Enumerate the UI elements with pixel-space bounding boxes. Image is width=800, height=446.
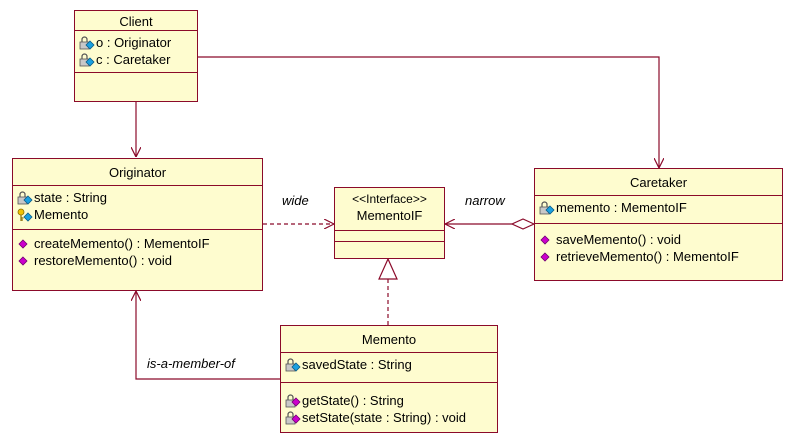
originator-class[interactable]: Originator state : String Memento create… [12, 158, 263, 291]
private-attribute-icon [285, 357, 301, 372]
attribute-text: c : Caretaker [96, 52, 171, 67]
operation-text: createMemento() : MementoIF [34, 236, 210, 251]
attribute-text: state : String [34, 190, 107, 205]
operation-row: saveMemento() : void [539, 231, 778, 248]
private-operation-icon [285, 393, 301, 408]
operation-text: retrieveMemento() : MementoIF [556, 249, 739, 264]
operations-compartment [335, 241, 444, 251]
class-name: Memento [361, 332, 417, 347]
class-name: MementoIF [356, 208, 423, 223]
operation-row: retrieveMemento() : MementoIF [539, 248, 778, 265]
attribute-row: state : String [17, 189, 258, 206]
attributes-compartment: o : Originator c : Caretaker [75, 30, 197, 72]
operations-compartment: saveMemento() : void retrieveMemento() :… [535, 223, 782, 273]
private-attribute-icon [539, 200, 555, 215]
stereotype-label: <<Interface>> [352, 192, 427, 206]
attribute-text: savedState : String [302, 357, 412, 372]
operation-text: restoreMemento() : void [34, 253, 172, 268]
operation-row: createMemento() : MementoIF [17, 235, 258, 252]
public-operation-icon [539, 233, 555, 247]
caretaker-class[interactable]: Caretaker memento : MementoIF saveMement… [534, 168, 783, 281]
attributes-compartment: memento : MementoIF [535, 195, 782, 223]
attributes-compartment: savedState : String [281, 352, 497, 382]
public-operation-icon [539, 250, 555, 264]
attribute-text: o : Originator [96, 35, 172, 50]
private-attribute-icon [79, 52, 95, 67]
operations-compartment: createMemento() : MementoIF restoreMemen… [13, 229, 262, 279]
operation-text: getState() : String [302, 393, 404, 408]
attribute-row: Memento [17, 206, 258, 223]
public-operation-icon [17, 237, 33, 251]
class-name: Caretaker [629, 175, 688, 190]
client-class[interactable]: Client o : Originator c : Caretaker [74, 10, 198, 102]
attribute-row: savedState : String [285, 356, 493, 373]
is-a-member-of-label: is-a-member-of [147, 356, 235, 371]
attributes-compartment: state : String Memento [13, 185, 262, 229]
client-to-caretaker-association [197, 56, 659, 168]
private-operation-icon [285, 410, 301, 425]
attribute-text: memento : MementoIF [556, 200, 687, 215]
attribute-row: c : Caretaker [79, 51, 193, 68]
class-name: Client [119, 14, 153, 29]
operation-row: getState() : String [285, 392, 493, 409]
operation-row: setState(state : String) : void [285, 409, 493, 426]
memento-class[interactable]: Memento savedState : String getState() :… [280, 325, 498, 433]
attribute-row: o : Originator [79, 34, 193, 51]
aggregation-diamond [510, 218, 536, 230]
private-attribute-icon [17, 190, 33, 205]
narrow-label: narrow [465, 193, 505, 208]
attribute-text: Memento [34, 207, 89, 222]
private-attribute-icon [79, 35, 95, 50]
operation-text: setState(state : String) : void [302, 410, 467, 425]
key-attribute-icon [17, 208, 33, 222]
attributes-compartment [335, 230, 444, 241]
interface-title: <<Interface>> MementoIF [335, 188, 444, 224]
operations-compartment [75, 72, 197, 86]
realization-triangle [378, 257, 398, 280]
attribute-row: memento : MementoIF [539, 199, 778, 216]
operation-text: saveMemento() : void [556, 232, 681, 247]
operations-compartment: getState() : String setState(state : Str… [281, 382, 497, 432]
wide-label: wide [282, 193, 309, 208]
class-name: Originator [108, 165, 167, 180]
mementoif-interface[interactable]: <<Interface>> MementoIF [334, 187, 445, 259]
public-operation-icon [17, 254, 33, 268]
operation-row: restoreMemento() : void [17, 252, 258, 269]
memento-member-of-originator [136, 291, 280, 380]
